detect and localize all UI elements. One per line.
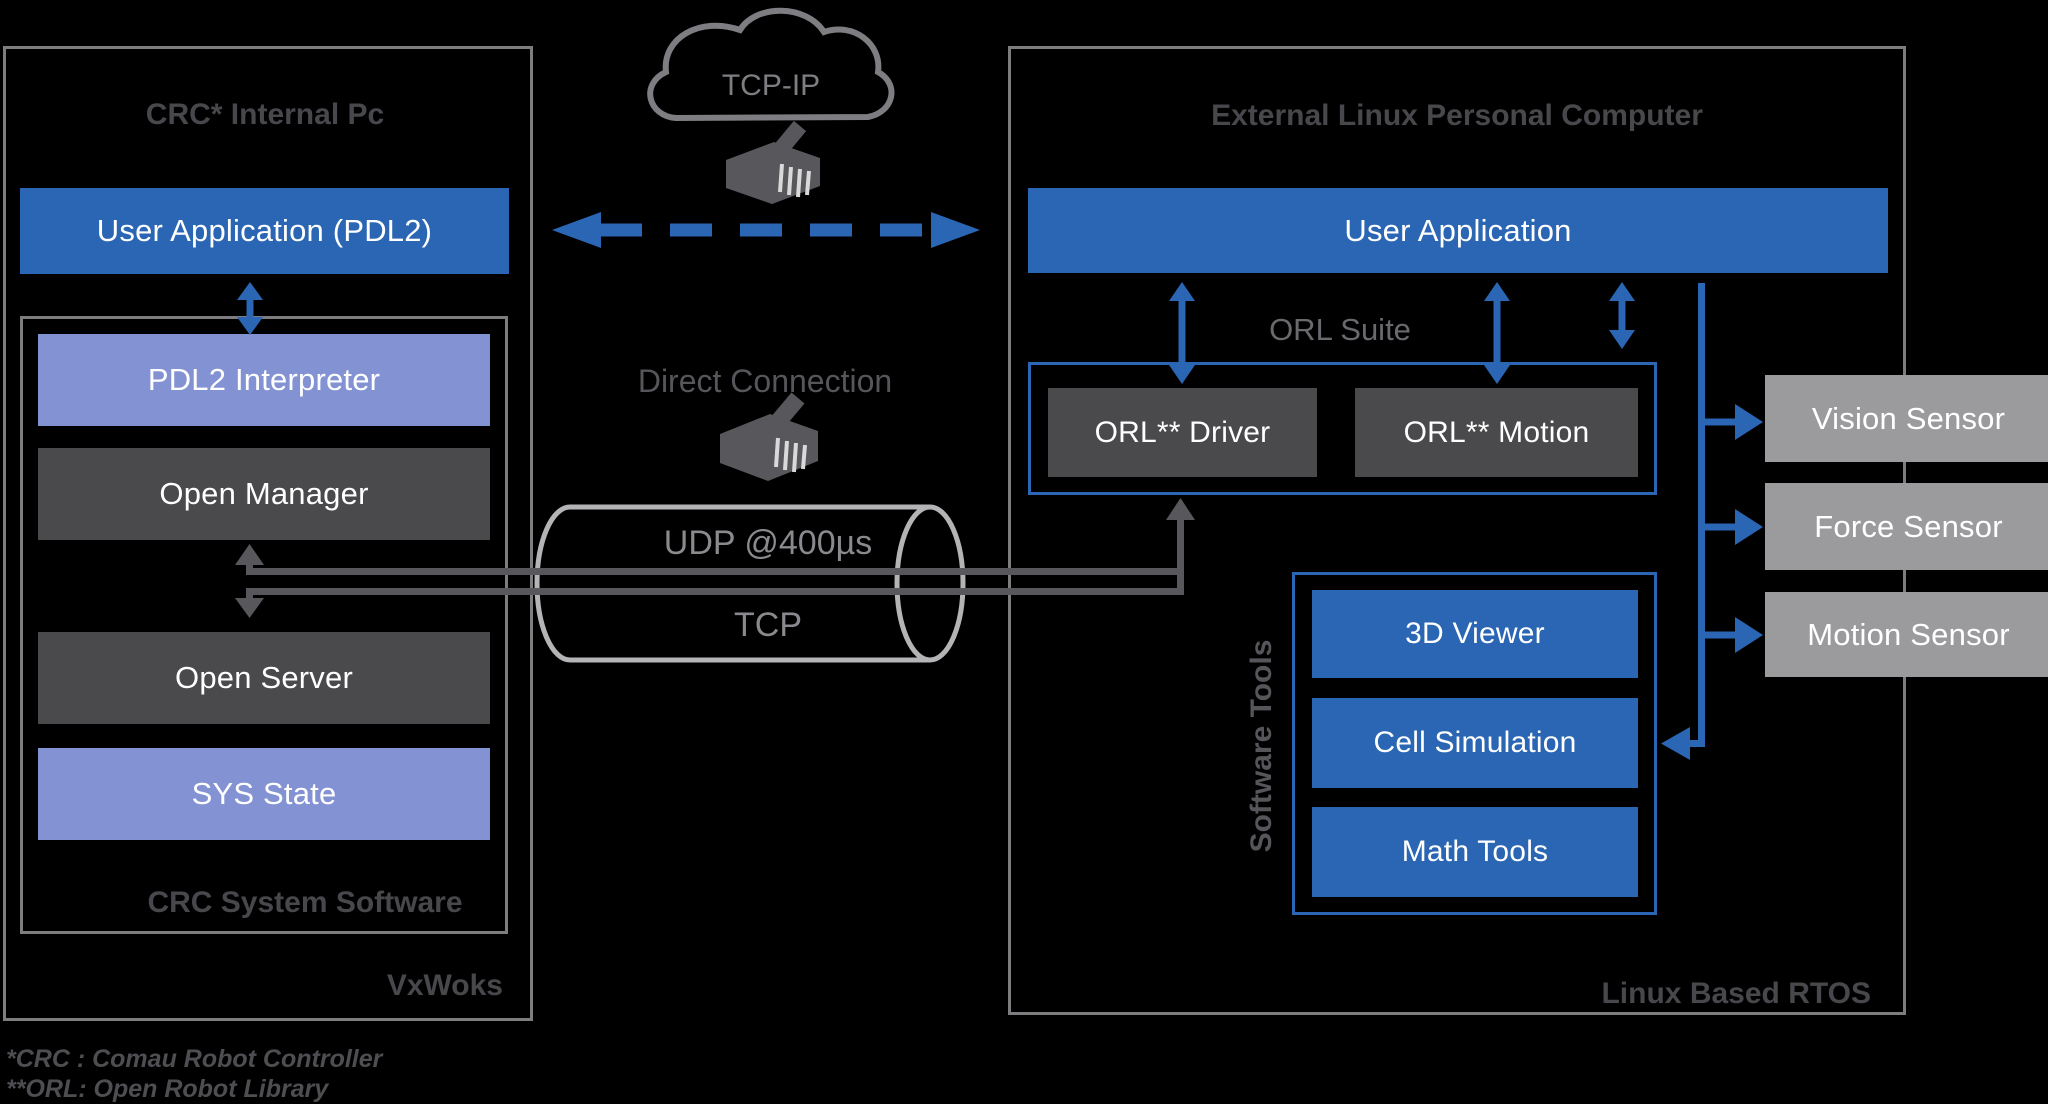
pdl2-interpreter-bar: PDL2 Interpreter [38, 334, 490, 426]
force-sensor-box: Force Sensor [1765, 483, 2048, 570]
vxwoks-label: VxWoks [386, 969, 503, 1002]
software-tools-label: Software Tools [1245, 639, 1278, 853]
motion-sensor-label: Motion Sensor [1807, 616, 2010, 652]
3d-viewer-bar: 3D Viewer [1312, 590, 1638, 678]
udp-label: UDP @400µs [663, 523, 873, 562]
footnote-orl: **ORL: Open Robot Library [6, 1075, 329, 1103]
crc-internal-pc-box [3, 46, 533, 1021]
3d-viewer-label: 3D Viewer [1405, 617, 1545, 650]
sys-state-bar: SYS State [38, 748, 490, 840]
ethernet-plug-icon-cloud [726, 120, 820, 204]
orl-driver-bar: ORL** Driver [1048, 388, 1317, 477]
open-manager-bar: Open Manager [38, 448, 490, 540]
open-manager-label: Open Manager [159, 476, 369, 511]
orl-motion-bar: ORL** Motion [1355, 388, 1638, 477]
orl-driver-label: ORL** Driver [1094, 415, 1271, 449]
vision-sensor-box: Vision Sensor [1765, 375, 2048, 462]
direct-connection-label: Direct Connection [637, 362, 893, 399]
footnotes: *CRC : Comau Robot Controller **ORL: Ope… [6, 1044, 382, 1104]
crc-system-software-box [20, 316, 508, 934]
external-linux-pc-title: External Linux Personal Computer [1211, 99, 1703, 132]
orl-suite-box [1028, 362, 1657, 495]
open-server-bar: Open Server [38, 632, 490, 724]
open-server-label: Open Server [175, 660, 353, 695]
user-application-label: User Application [1344, 212, 1572, 248]
tcp-label: TCP [734, 605, 802, 644]
pdl2-interpreter-label: PDL2 Interpreter [147, 362, 381, 397]
sys-state-label: SYS State [191, 776, 337, 811]
orl-suite-label: ORL Suite [1269, 312, 1411, 347]
user-application-bar: User Application [1028, 188, 1888, 273]
vision-sensor-label: Vision Sensor [1811, 400, 2006, 436]
force-sensor-label: Force Sensor [1814, 508, 2003, 544]
ethernet-plug-icon-direct [720, 392, 818, 481]
cell-simulation-label: Cell Simulation [1373, 726, 1577, 759]
orl-motion-label: ORL** Motion [1403, 415, 1590, 449]
math-tools-label: Math Tools [1401, 835, 1549, 868]
linux-based-rtos-label: Linux Based RTOS [1601, 977, 1871, 1010]
user-application-pdl2-label: User Application (PDL2) [96, 213, 433, 248]
footnote-crc: *CRC : Comau Robot Controller [6, 1045, 383, 1073]
cell-simulation-bar: Cell Simulation [1312, 698, 1638, 788]
crc-internal-pc-title: CRC* Internal Pc [145, 98, 385, 131]
user-application-pdl2-bar: User Application (PDL2) [20, 188, 509, 274]
tcp-ip-label: TCP-IP [721, 69, 821, 102]
crc-system-software-label: CRC System Software [147, 886, 463, 919]
tcp-ip-dashed-arrow [552, 212, 980, 248]
software-tools-box [1292, 572, 1657, 915]
math-tools-bar: Math Tools [1312, 807, 1638, 897]
motion-sensor-box: Motion Sensor [1765, 592, 2048, 677]
